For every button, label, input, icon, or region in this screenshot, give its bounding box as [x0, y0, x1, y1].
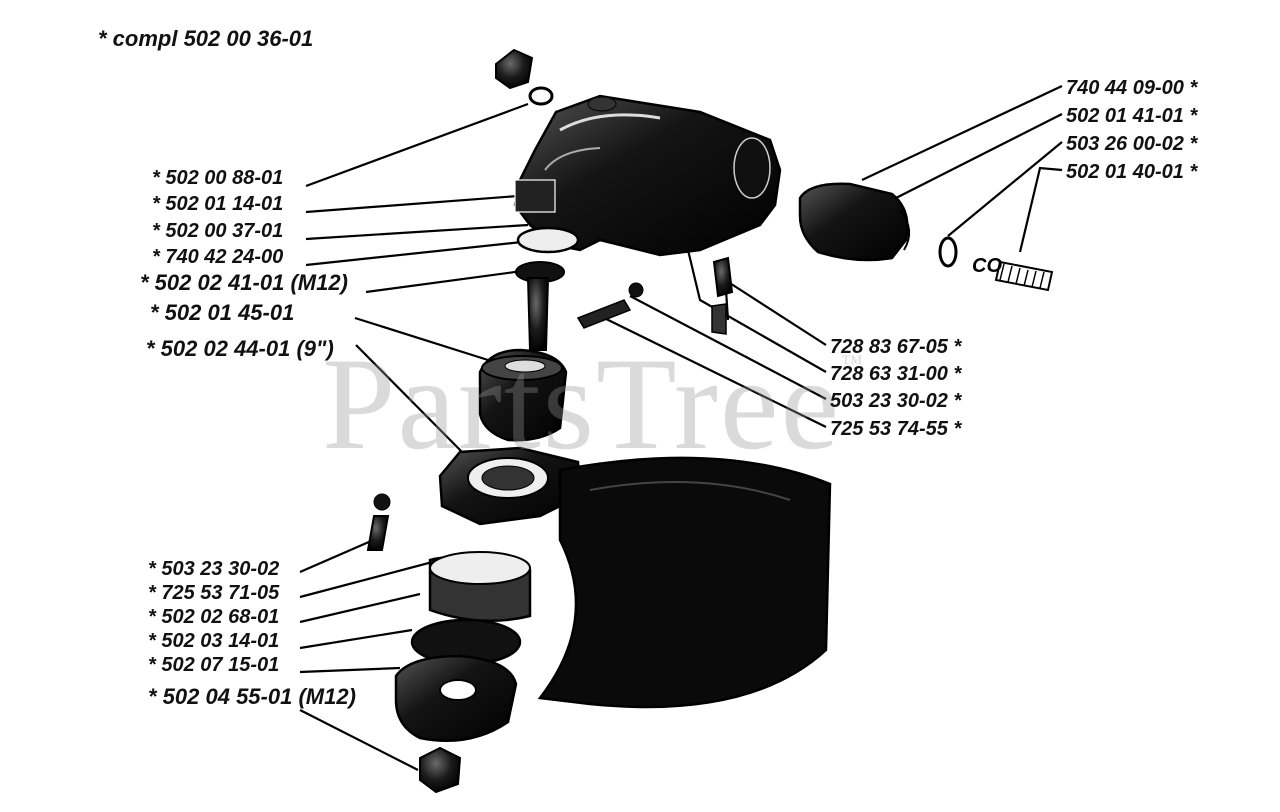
part-label-502-02-68-01: * 502 02 68-01 — [148, 606, 280, 628]
watermark: PartsTree™ — [322, 330, 865, 477]
right-side-parts: CO — [576, 182, 1054, 335]
part-label-502-04-55-01: * 502 04 55-01 (M12) — [148, 684, 356, 709]
part-label-502-01-45-01: * 502 01 45-01 — [150, 300, 295, 325]
assembly-title: * compl 502 00 36-01 — [98, 26, 314, 51]
part-label-725-53-74-55: 725 53 74-55 * — [830, 418, 962, 440]
part-label-728-83-67-05: 728 83 67-05 * — [830, 336, 962, 358]
part-label-502-02-44-01: * 502 02 44-01 (9") — [146, 336, 334, 361]
part-label-503-23-30-02-left: * 503 23 30-02 — [148, 558, 280, 580]
cap-nut-part — [495, 48, 554, 106]
lower-stack-parts — [394, 551, 532, 794]
guard-bracket-part — [438, 446, 582, 526]
part-label-728-63-31-00: 728 63 31-00 * — [830, 363, 962, 385]
part-label-502-02-41-01: * 502 02 41-01 (M12) — [140, 270, 348, 295]
gear-housing-part — [513, 94, 782, 257]
part-label-740-44-09-00: 740 44 09-00 * — [1066, 77, 1198, 99]
part-label-725-53-71-05: * 725 53 71-05 — [148, 582, 280, 604]
part-label-740-42-24-00: * 740 42 24-00 — [152, 246, 284, 268]
part-label-502-01-41-01: 502 01 41-01 * — [1066, 105, 1198, 127]
leader-lines — [299, 85, 1063, 771]
part-label-502-07-15-01: * 502 07 15-01 — [148, 654, 280, 676]
bolt-left-part — [366, 493, 391, 551]
part-label-502-00-37-01: * 502 00 37-01 — [152, 220, 284, 242]
grass-guard-part — [537, 456, 832, 709]
part-label-502-03-14-01: * 502 03 14-01 — [148, 630, 280, 652]
spring-marking: CO — [972, 255, 1002, 277]
part-label-503-26-00-02: 503 26 00-02 * — [1066, 133, 1198, 155]
part-label-502-01-14-01: * 502 01 14-01 — [152, 193, 284, 215]
part-label-502-00-88-01: * 502 00 88-01 — [152, 167, 284, 189]
spindle-shaft-part — [515, 226, 580, 351]
part-label-502-01-40-01: 502 01 40-01 * — [1066, 161, 1198, 183]
part-label-503-23-30-02-right: 503 23 30-02 * — [830, 390, 962, 412]
bearing-housing-part — [478, 348, 568, 442]
